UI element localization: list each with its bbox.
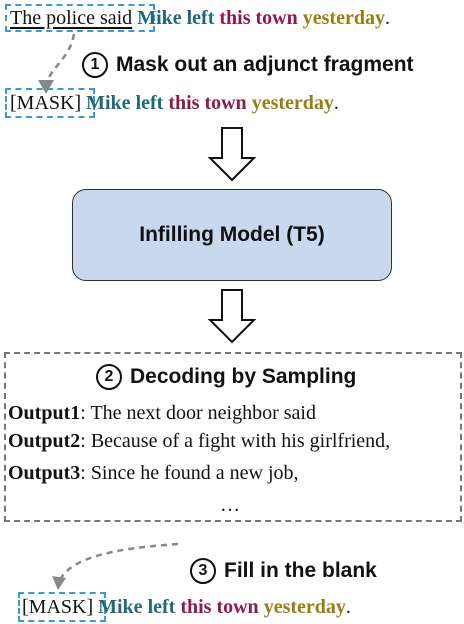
output-row-2: Output2: Because of a fight with his gir…	[8, 430, 390, 453]
decoding-box	[4, 352, 462, 522]
word-yesterday: yesterday	[251, 92, 334, 114]
hollow-down-arrow-2	[207, 289, 257, 344]
output-text: The next door neighbor said	[90, 402, 316, 424]
curved-dashed-arrow-2	[58, 542, 179, 581]
curved-dashed-arrow-1	[44, 33, 76, 85]
period: .	[384, 7, 390, 29]
output-ellipsis: …	[220, 494, 240, 516]
output-text: Since he found a new job,	[90, 462, 299, 484]
step2-label: Decoding by Sampling	[130, 365, 357, 388]
step1-caption: 1 Mask out an adjunct fragment	[82, 52, 414, 78]
masked-sentence: [MASK] Mike left this town yesterday.	[10, 91, 339, 115]
mask-highlight-box-2	[18, 592, 106, 622]
step2-caption: 2 Decoding by Sampling	[96, 364, 356, 390]
original-sentence: The police said Mike left this town yest…	[10, 6, 390, 30]
hollow-down-arrow-1	[207, 127, 257, 182]
step3-number-circle: 3	[190, 558, 216, 584]
word-yesterday: yesterday	[263, 596, 346, 618]
output-row-1: Output1: The next door neighbor said	[8, 402, 316, 425]
infilling-model-box: Infilling Model (T5)	[72, 189, 392, 281]
step3-caption: 3 Fill in the blank	[190, 558, 377, 584]
output-row-3: Output3: Since he found a new job,	[8, 462, 299, 485]
arrowhead-1	[38, 80, 54, 94]
word-left: left	[147, 596, 176, 618]
step3-label: Fill in the blank	[224, 559, 377, 582]
word-yesterday: yesterday	[302, 7, 385, 29]
model-label: Infilling Model (T5)	[139, 223, 325, 246]
output-text: Because of a fight with his girlfriend,	[90, 430, 391, 452]
arrowhead-2	[52, 576, 66, 590]
mask-highlight-box-1	[5, 88, 95, 118]
word-left: left	[135, 92, 164, 114]
output-sep: :	[80, 462, 86, 484]
output-sep: :	[80, 430, 86, 452]
period: .	[345, 596, 351, 618]
word-this-town: this town	[180, 596, 259, 618]
period: .	[333, 92, 339, 114]
step1-label: Mask out an adjunct fragment	[116, 53, 414, 76]
mask-token: [MASK]	[22, 596, 94, 618]
word-mike: Mike	[86, 92, 131, 114]
word-left: left	[186, 7, 215, 29]
word-mike: Mike	[98, 596, 143, 618]
final-sentence: [MASK] Mike left this town yesterday.	[22, 595, 351, 619]
word-this-town: this town	[219, 7, 298, 29]
output-sep: :	[80, 402, 86, 424]
step2-number-circle: 2	[96, 364, 122, 390]
output-name: Output2	[8, 430, 81, 452]
adjunct-fragment: The police said	[10, 7, 133, 29]
step1-number-circle: 1	[82, 52, 108, 78]
output-name: Output1	[8, 402, 81, 424]
word-this-town: this town	[168, 92, 247, 114]
adjunct-highlight-box	[5, 4, 155, 32]
output-name: Output3	[8, 462, 81, 484]
word-mike: Mike	[137, 7, 182, 29]
mask-token: [MASK]	[10, 92, 82, 114]
